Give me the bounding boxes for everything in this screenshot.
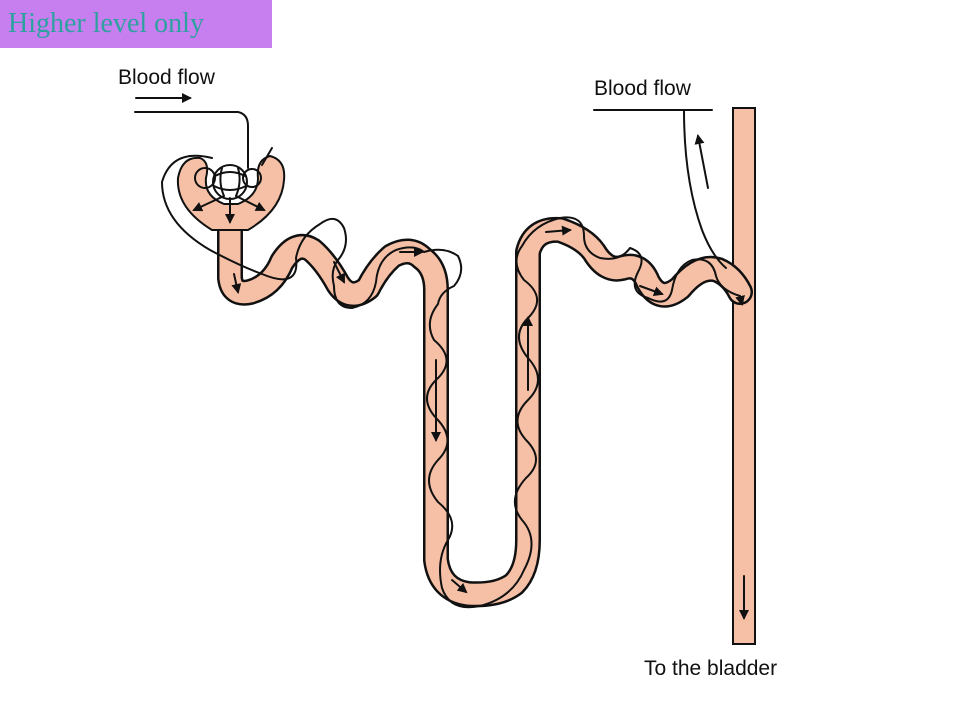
afferent-blood-vessel bbox=[134, 93, 249, 169]
higher-level-badge: Higher level only bbox=[0, 0, 272, 48]
bowmans-capsule bbox=[176, 154, 286, 231]
collecting-duct bbox=[732, 107, 756, 645]
badge-text: Higher level only bbox=[8, 8, 204, 39]
to-bladder-label: To the bladder bbox=[644, 657, 778, 680]
glomerulus bbox=[192, 147, 273, 224]
efferent-blood-vessel bbox=[593, 109, 727, 269]
blood-flow-in-label: Blood flow bbox=[118, 66, 215, 89]
renal-tubule bbox=[217, 212, 753, 608]
flow-arrows bbox=[231, 225, 749, 620]
blood-flow-out-label: Blood flow bbox=[594, 77, 691, 100]
